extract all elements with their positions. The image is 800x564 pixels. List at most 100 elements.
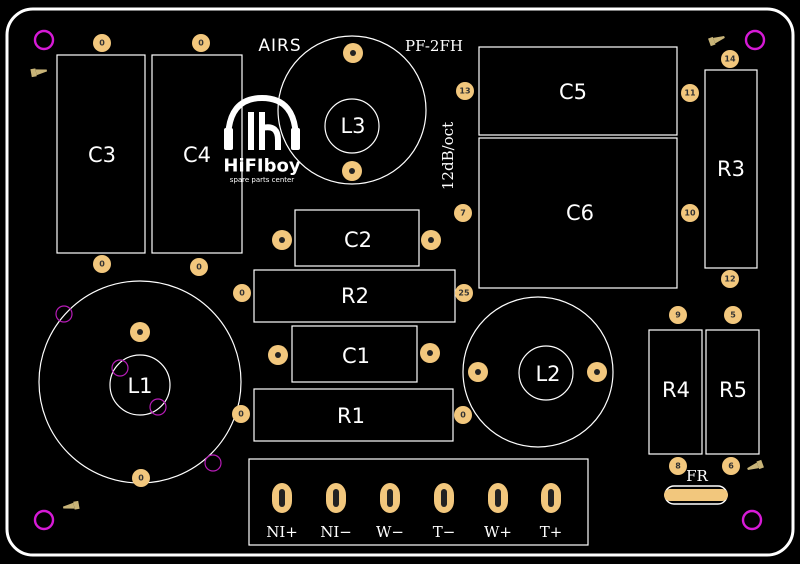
headphone-icon <box>225 94 299 141</box>
screw-icon <box>30 68 48 78</box>
terminal-pad <box>326 483 346 513</box>
capacitor-c3-outline <box>56 54 146 254</box>
pad-c6-right: 10 <box>681 204 699 222</box>
svg-text:11: 11 <box>684 89 696 98</box>
pad-r1-left: 0 <box>232 405 250 423</box>
terminal-pad <box>488 483 508 513</box>
svg-text:7: 7 <box>460 209 466 218</box>
pad-c2-left <box>272 230 292 250</box>
pad-r3-bottom: 12 <box>721 270 739 288</box>
pad-c4-top: 0 <box>192 34 210 52</box>
terminal-label: NI− <box>320 523 352 541</box>
svg-text:0: 0 <box>238 410 244 419</box>
resistor-r5-label: R5 <box>719 378 747 402</box>
pad-c5-right: 11 <box>681 84 699 102</box>
pad-l1-top <box>130 322 150 342</box>
pad-l2-left <box>468 362 488 382</box>
resistor-r4-outline <box>648 329 703 455</box>
screw-icon <box>62 500 80 510</box>
capacitor-c2-label: C2 <box>344 228 372 252</box>
svg-text:0: 0 <box>99 39 105 48</box>
inductor-l2-inner <box>518 345 574 401</box>
pad-r2-right: 25 <box>455 284 473 302</box>
svg-text:25: 25 <box>458 289 470 298</box>
terminal-label: NI+ <box>266 523 298 541</box>
pad-l3-bottom <box>342 161 362 181</box>
resistor-r2-outline <box>253 269 456 323</box>
mounting-hole <box>33 29 55 51</box>
pad-c3-bottom: 0 <box>93 255 111 273</box>
svg-text:6: 6 <box>728 462 734 471</box>
screw-icon <box>708 35 725 47</box>
capacitor-c5-label: C5 <box>559 80 587 104</box>
svg-text:14: 14 <box>724 55 736 64</box>
resistor-r1-outline <box>253 388 454 442</box>
svg-text:8: 8 <box>675 462 681 471</box>
svg-text:0: 0 <box>196 263 202 272</box>
pad-c1-left <box>268 345 288 365</box>
mounting-hole <box>744 29 766 51</box>
terminal-label: T− <box>433 523 456 541</box>
inductor-l1-inner <box>109 354 171 416</box>
svg-text:10: 10 <box>684 209 696 218</box>
via-group <box>55 305 222 472</box>
capacitor-c5-outline <box>478 46 678 136</box>
pad-l3-top <box>343 43 363 63</box>
svg-text:5: 5 <box>730 311 736 320</box>
pad-l2-right <box>587 362 607 382</box>
terminal-pad <box>541 483 561 513</box>
mounting-hole <box>33 509 55 531</box>
svg-text:0: 0 <box>198 39 204 48</box>
terminal-label: T+ <box>540 523 563 541</box>
mounting-hole <box>741 509 763 531</box>
pad-c1-right <box>420 343 440 363</box>
capacitor-c1-label: C1 <box>342 344 370 368</box>
pad-c6-left: 7 <box>454 204 472 222</box>
svg-text:0: 0 <box>138 474 144 483</box>
terminal-label: W+ <box>484 523 512 541</box>
pad-r4-top: 9 <box>669 306 687 324</box>
board-outline <box>5 7 795 557</box>
fr-jumper-pad <box>664 489 728 501</box>
pad-r3-top: 14 <box>721 50 739 68</box>
inductor-l2-outer <box>462 296 614 448</box>
pad-c5-left: 13 <box>456 82 474 100</box>
pad-r1-right: 0 <box>454 406 472 424</box>
pad-c4-bottom: 0 <box>190 258 208 276</box>
resistor-r4-label: R4 <box>662 378 690 402</box>
fr-label: FR <box>686 467 708 485</box>
resistor-r2-label: R2 <box>341 284 369 308</box>
terminal-pad <box>272 483 292 513</box>
pad-c2-right <box>421 230 441 250</box>
capacitor-c4-outline <box>151 54 243 254</box>
pad-r5-top: 5 <box>724 306 742 324</box>
capacitor-c6-outline <box>478 137 678 289</box>
pad-l1-bottom: 0 <box>132 469 150 487</box>
svg-text:0: 0 <box>460 411 466 420</box>
capacitor-c2-outline <box>294 209 420 267</box>
svg-text:0: 0 <box>99 260 105 269</box>
slope-label: 12dB/oct <box>439 122 457 190</box>
inductor-l3-inner <box>324 98 380 154</box>
capacitor-c3-label: C3 <box>88 143 116 167</box>
resistor-r3-outline <box>704 69 758 269</box>
pad-c3-top: 0 <box>93 34 111 52</box>
resistor-r5-outline <box>705 329 760 455</box>
svg-text:0: 0 <box>239 289 245 298</box>
capacitor-c6-label: C6 <box>566 201 594 225</box>
svg-text:12: 12 <box>724 275 735 284</box>
logo-tagline: spare parts center <box>230 176 295 184</box>
pad-r4-bottom: 8 <box>669 457 687 475</box>
terminal-pad <box>434 483 454 513</box>
svg-text:13: 13 <box>459 87 470 96</box>
inductor-l2-label: L2 <box>535 362 560 386</box>
inductor-l3-outer <box>277 35 427 185</box>
svg-text:9: 9 <box>675 311 681 320</box>
inductor-l3-label: L3 <box>340 114 365 138</box>
capacitor-c4-label: C4 <box>183 143 211 167</box>
brand-label: AIRS <box>258 36 301 56</box>
model-label: PF-2FH <box>405 37 463 55</box>
terminal-block-outline <box>248 458 589 546</box>
mounting-holes <box>33 29 766 531</box>
hifiboy-logo: HiFIboy spare parts center <box>223 94 301 184</box>
